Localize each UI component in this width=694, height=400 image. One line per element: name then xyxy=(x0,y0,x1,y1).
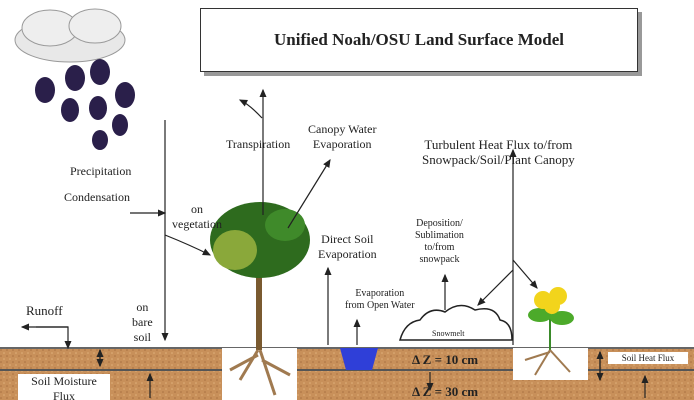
flower-roots-panel xyxy=(513,348,588,380)
label-transpiration: Transpiration xyxy=(226,137,291,151)
label-precipitation: Precipitation xyxy=(70,164,132,178)
diagram-title: Unified Noah/OSU Land Surface Model xyxy=(200,8,638,72)
open-water-icon xyxy=(340,348,378,370)
label-turbulent-heat-flux: Turbulent Heat Flux to/from Snowpack/Soi… xyxy=(422,137,575,167)
label-evaporation-open-water: Evaporation from Open Water xyxy=(345,288,415,311)
label-condensation: Condensation xyxy=(64,190,130,204)
label-layer-depth-30cm: Δ Z = 30 cm xyxy=(412,384,479,399)
label-soil-heat-flux: Soil Heat Flux xyxy=(608,352,688,364)
flux-arrows xyxy=(20,88,649,398)
label-runoff: Runoff xyxy=(26,303,63,318)
snowpack-icon xyxy=(399,304,513,341)
label-snowmelt: Snowmelt xyxy=(432,329,465,338)
label-on-vegetation: on vegetation xyxy=(172,202,222,231)
label-canopy-water-evaporation: Canopy Water Evaporation xyxy=(308,122,377,151)
label-deposition-sublimation: Deposition/ Sublimation to/from snowpack xyxy=(415,218,464,265)
label-direct-soil-evaporation: Direct Soil Evaporation xyxy=(318,232,377,261)
label-on-bare-soil: on bare soil xyxy=(132,300,153,344)
label-layer-depth-10cm: Δ Z = 10 cm xyxy=(412,352,479,367)
raindrops-icon xyxy=(35,59,135,150)
label-soil-moisture-flux: Soil Moisture Flux xyxy=(18,374,110,400)
tree-roots-panel xyxy=(222,348,297,400)
flower-icon xyxy=(524,287,574,376)
rain-cloud-icon xyxy=(14,8,126,63)
